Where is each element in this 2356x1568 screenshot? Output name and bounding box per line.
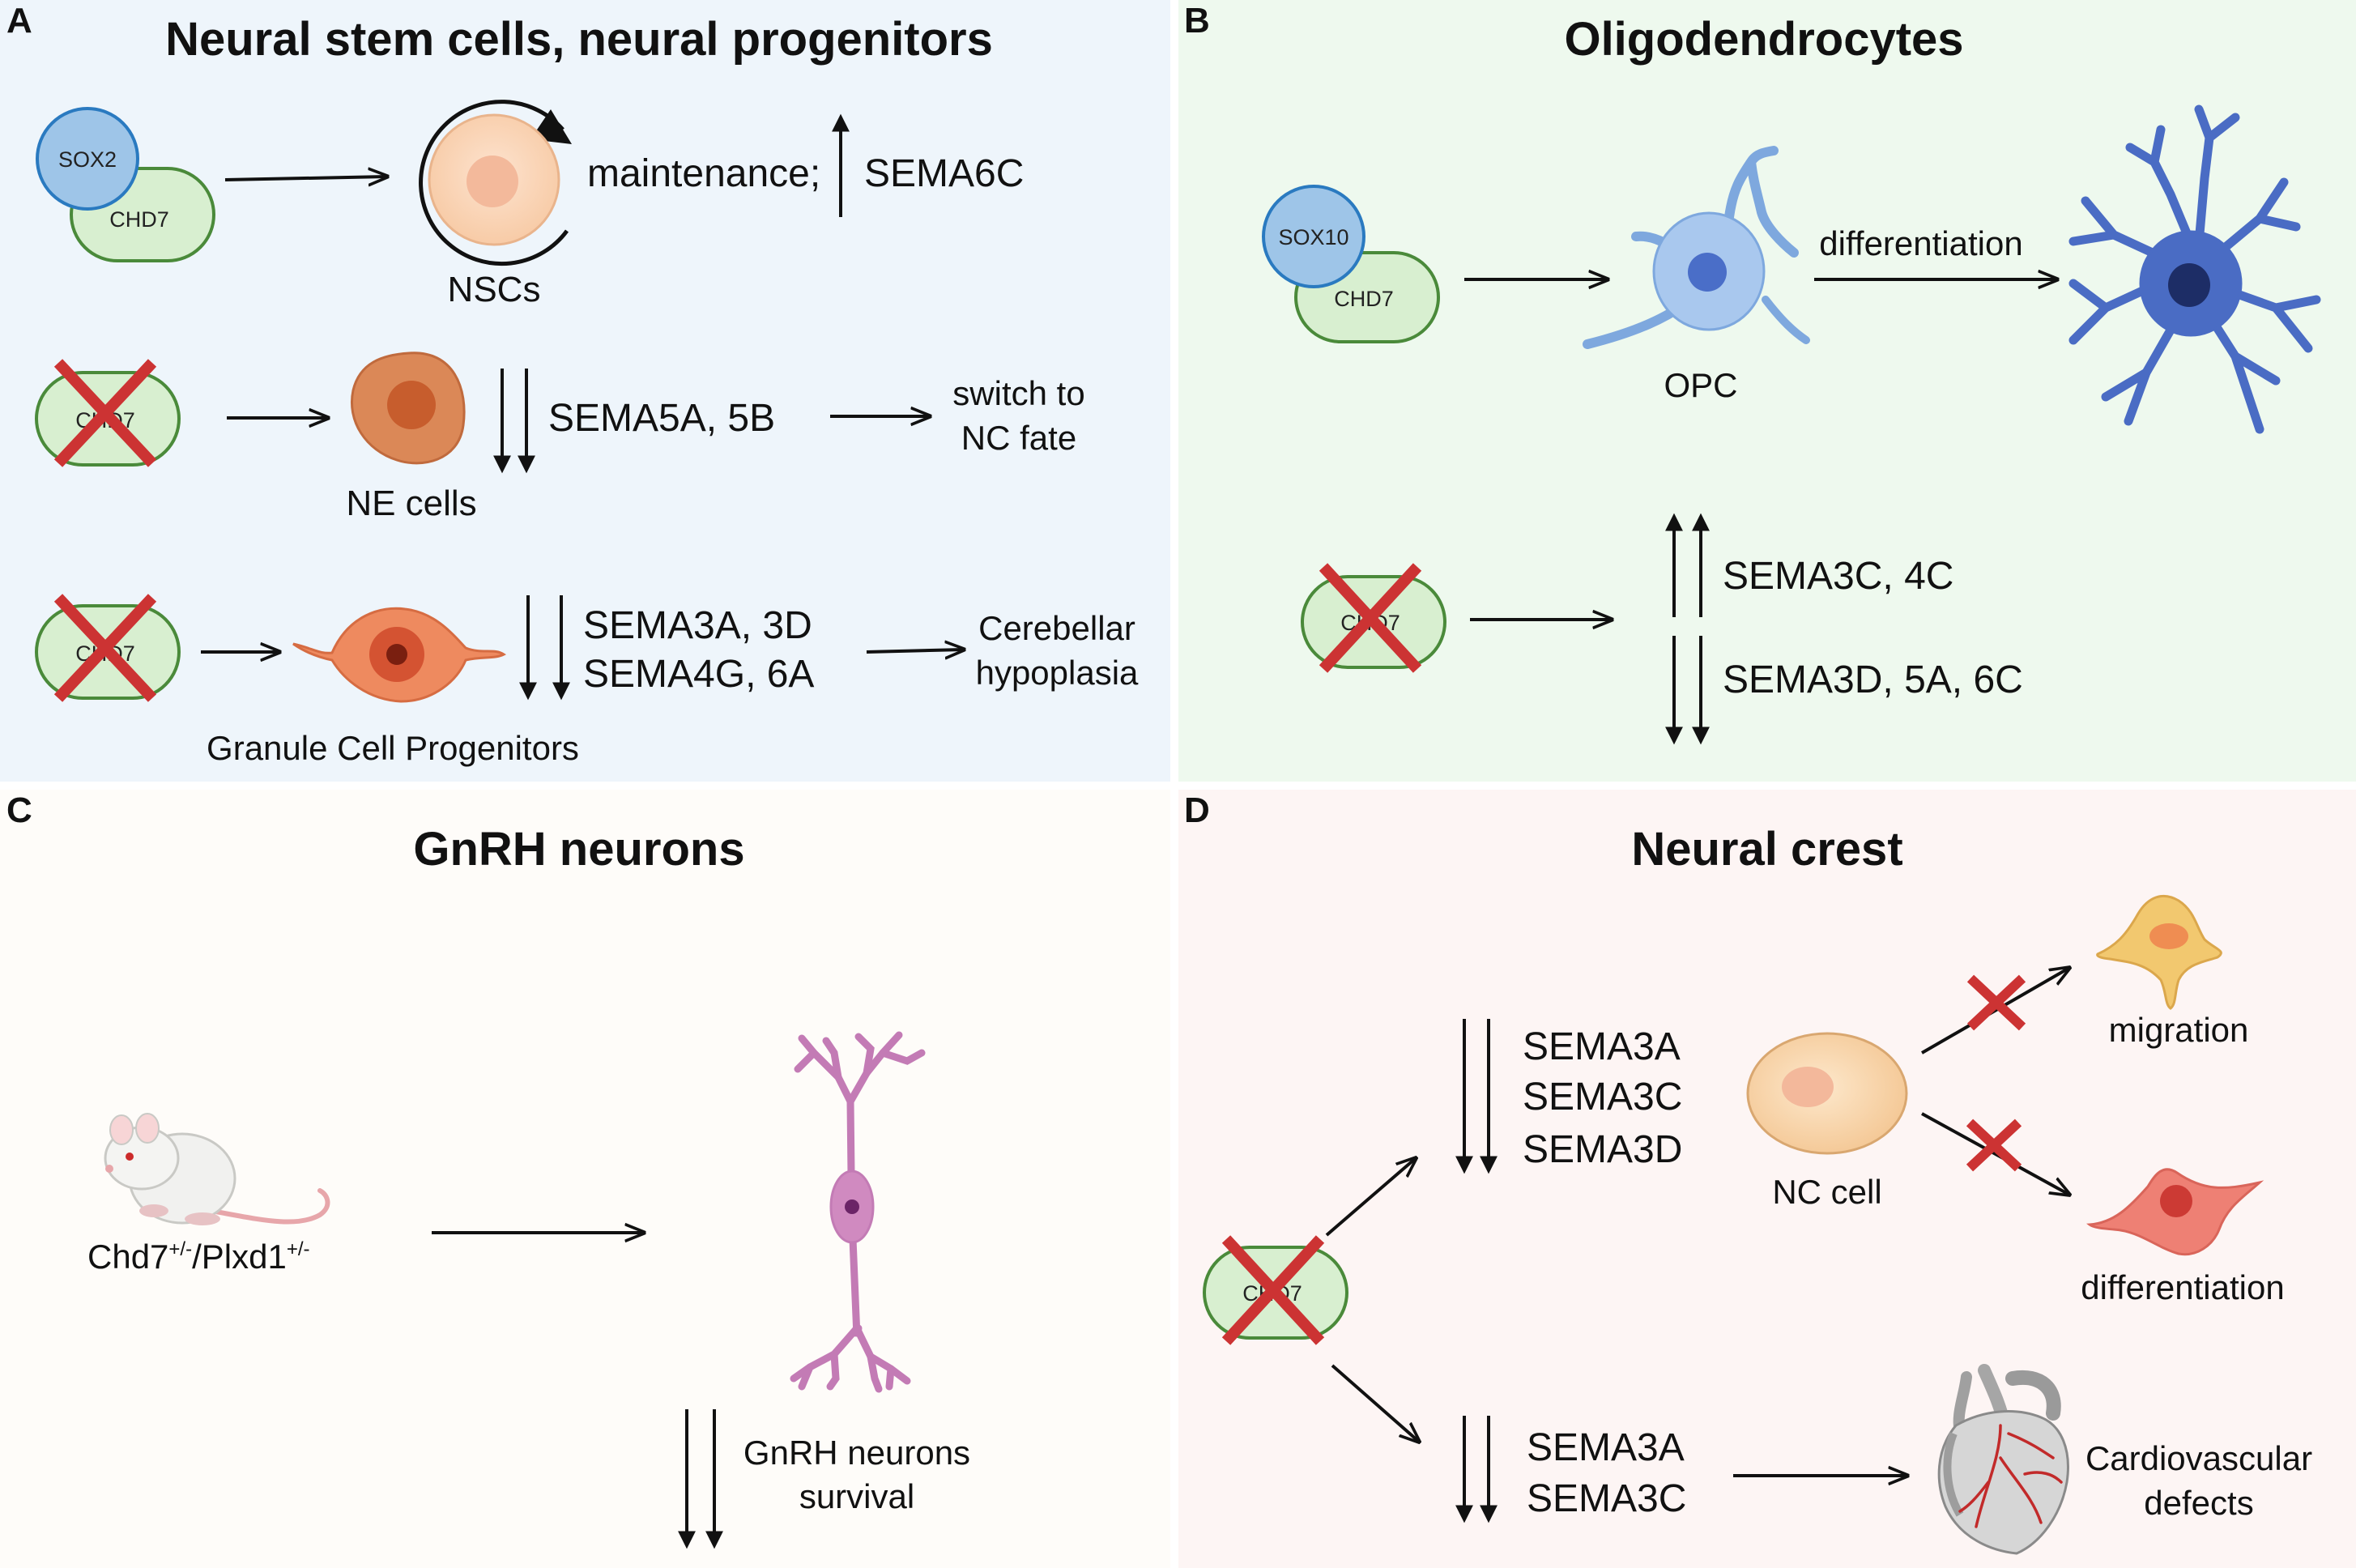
- blocked-migration-icon: [1966, 974, 2026, 1031]
- arrow-to-hypoplasia: [866, 650, 964, 652]
- sema3a3d-label: SEMA3A, 3D: [583, 604, 812, 647]
- sox2-label: SOX2: [58, 147, 117, 172]
- genotype-sep: /Plxd1: [192, 1238, 287, 1276]
- sox2-protein: [36, 107, 139, 211]
- sema-d2-2: SEMA3C: [1527, 1477, 1686, 1520]
- sema-d-2: SEMA3C: [1523, 1076, 1682, 1118]
- migration-label: migration: [2109, 1011, 2249, 1049]
- differentiating-cell-icon: [2086, 1168, 2264, 1256]
- granule-progenitor-icon: [292, 607, 506, 703]
- panel-a-title: Neural stem cells, neural progenitors: [165, 13, 993, 66]
- sema-up-label: SEMA3C, 4C: [1723, 555, 1953, 598]
- ne-cell-icon: [351, 352, 466, 465]
- genotype-label: Chd7+/-/Plxd1+/-: [87, 1238, 310, 1276]
- genotype-chd7: Chd7: [87, 1238, 168, 1276]
- differentiation-d-label: differentiation: [2081, 1268, 2284, 1306]
- cereb-line1: Cerebellar: [978, 609, 1135, 647]
- arrow-to-migration: [1921, 968, 2069, 1055]
- arrow-up-branch: [1325, 1158, 1416, 1237]
- opc-label: OPC: [1664, 366, 1737, 404]
- nc-cell-icon: [1746, 1032, 1908, 1155]
- panel-d-title: Neural crest: [1631, 823, 1902, 876]
- maintenance-label: maintenance;: [587, 152, 820, 195]
- cardio-line2: defects: [2144, 1484, 2253, 1522]
- chd7-b-label: CHD7: [1334, 287, 1394, 311]
- chd7-knockout-b: CHD7: [1301, 563, 1446, 673]
- sema-d-3: SEMA3D: [1523, 1128, 1682, 1171]
- sox10-label: SOX10: [1278, 225, 1348, 249]
- panel-c-content: C GnRH neurons Chd7+/-/Plxd1+/-: [6, 790, 970, 1549]
- genotype-chd7-sup: +/-: [168, 1238, 192, 1260]
- cardio-line1: Cardiovascular: [2085, 1439, 2312, 1477]
- blocked-differentiation-icon: [1966, 1118, 2022, 1172]
- arrow-to-differentiation: [1921, 1112, 2069, 1195]
- sox10-protein: [1262, 185, 1365, 288]
- switch-line2: NC fate: [961, 419, 1076, 457]
- panel-b-title: Oligodendrocytes: [1564, 13, 1963, 66]
- knockout-cross-icon: [1319, 563, 1422, 673]
- sox2-chd7-complex: CHD7 SOX2: [36, 107, 215, 262]
- arrow-sox2-to-nsc: [224, 177, 387, 180]
- nscs-label: NSCs: [448, 270, 541, 309]
- sema5-label: SEMA5A, 5B: [548, 397, 775, 440]
- nc-cell-label: NC cell: [1772, 1173, 1881, 1211]
- knockout-cross-icon: [53, 594, 157, 702]
- panel-b-letter: B: [1184, 1, 1210, 40]
- sema-down-label: SEMA3D, 5A, 6C: [1723, 658, 2023, 701]
- survival-line1: GnRH neurons: [743, 1434, 970, 1472]
- panel-c-letter: C: [6, 790, 32, 830]
- genotype-plxd1-sup: +/-: [287, 1238, 310, 1260]
- arrow-down-branch: [1331, 1364, 1419, 1442]
- sema-d-1: SEMA3A: [1523, 1025, 1681, 1068]
- knockout-cross-icon: [53, 359, 157, 467]
- gcp-label: Granule Cell Progenitors: [207, 729, 579, 767]
- survival-line2: survival: [799, 1477, 914, 1515]
- cereb-line2: hypoplasia: [976, 654, 1139, 692]
- panel-d-content: D Neural crest CHD7 SEMA3A SEMA3C SEMA3D…: [1184, 790, 2312, 1555]
- ne-cells-label: NE cells: [346, 484, 476, 523]
- sema-d2-1: SEMA3A: [1527, 1426, 1685, 1469]
- nsc-cell-icon: [419, 100, 572, 266]
- panel-d-letter: D: [1184, 790, 1210, 830]
- opc-cell-icon: [1583, 146, 1810, 349]
- sema6c-label: SEMA6C: [864, 152, 1024, 195]
- panel-b-content: B Oligodendrocytes CHD7 SOX10 OPC differ…: [1184, 1, 2321, 745]
- gnrh-neuron-icon: [790, 1031, 926, 1393]
- oligodendrocyte-icon: [2068, 104, 2321, 434]
- panel-a-letter: A: [6, 1, 32, 40]
- panel-c-title: GnRH neurons: [413, 823, 744, 876]
- mouse-icon: [104, 1113, 330, 1225]
- chd7-knockout-1: CHD7: [35, 359, 181, 467]
- migrating-cell-icon: [2096, 894, 2222, 1010]
- differentiation-b-label: differentiation: [1819, 224, 2022, 262]
- heart-icon: [1937, 1364, 2069, 1555]
- chd7-knockout-2: CHD7: [35, 594, 181, 702]
- chd7-label: CHD7: [109, 207, 169, 232]
- panel-a: [0, 0, 1170, 782]
- panel-a-content: A Neural stem cells, neural progenitors …: [6, 1, 1139, 767]
- sema4g6a-label: SEMA4G, 6A: [583, 653, 814, 696]
- sox10-chd7-complex: CHD7 SOX10: [1262, 185, 1440, 343]
- switch-line1: switch to: [952, 374, 1084, 412]
- knockout-cross-icon: [1221, 1235, 1325, 1345]
- chd7-knockout-d: CHD7: [1203, 1235, 1348, 1345]
